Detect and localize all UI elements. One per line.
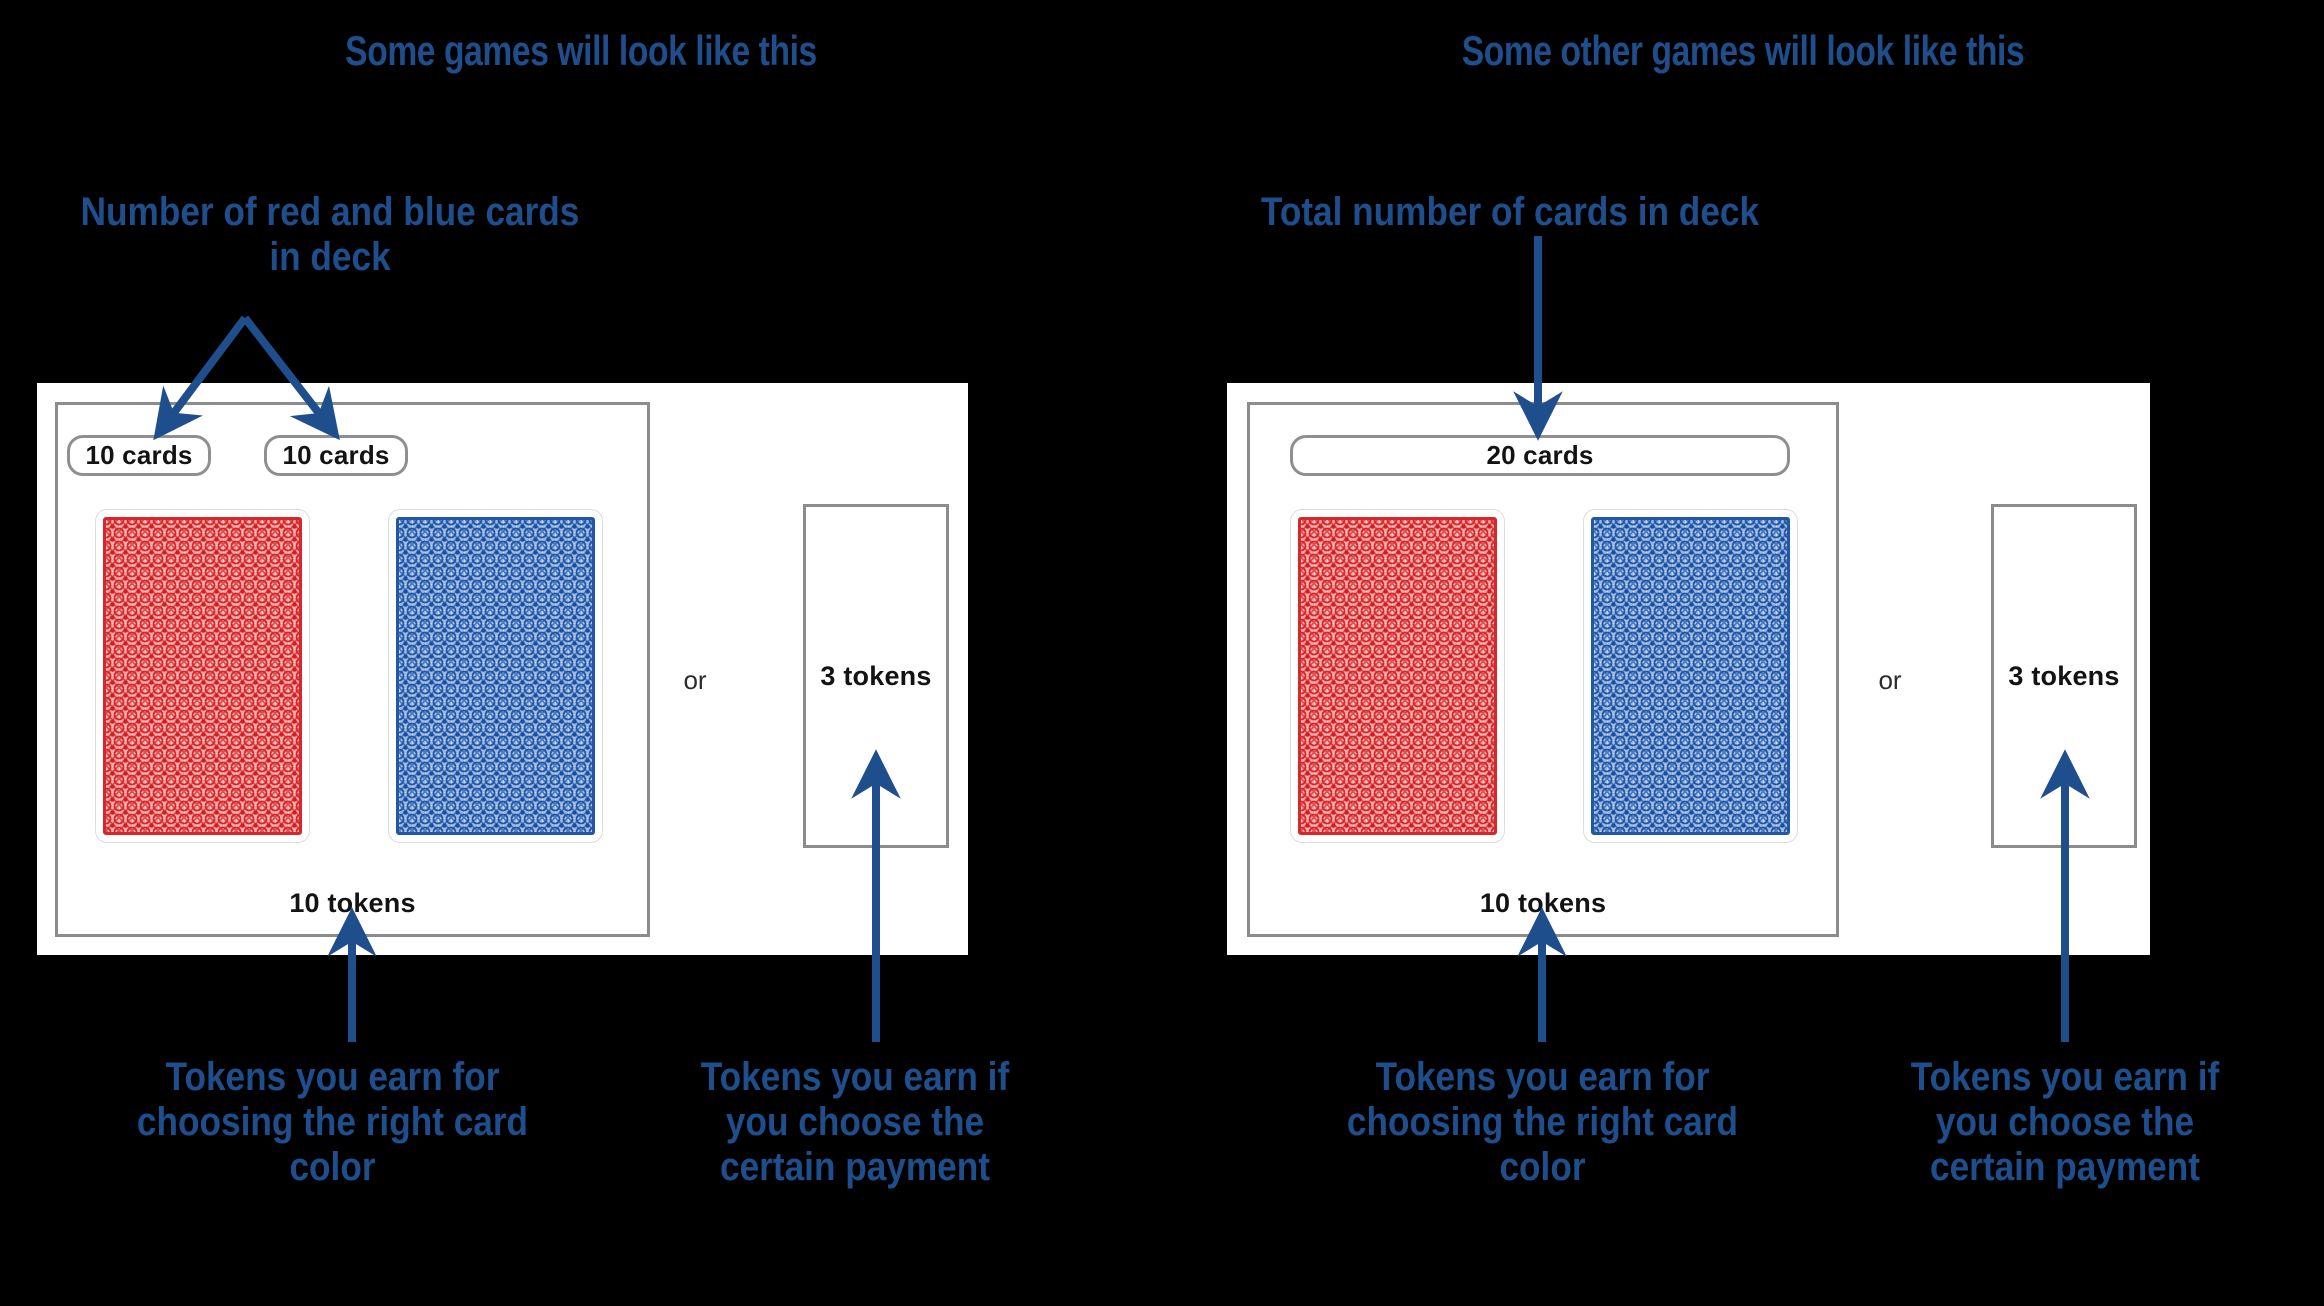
left-gamble-payout-label: 10 tokens — [289, 888, 416, 918]
callout-left-gamble-tokens: Tokens you earn for choosing the right c… — [136, 1055, 529, 1190]
left-red-card-back[interactable] — [95, 509, 310, 843]
right-certain-payout-label: 3 tokens — [2008, 660, 2120, 691]
card-pattern — [103, 517, 302, 835]
left-red-deck-count-pill[interactable]: 10 cards — [67, 435, 211, 476]
left-certain-payout-label: 3 tokens — [820, 660, 932, 691]
card-pattern — [1591, 517, 1790, 835]
callout-number-of-red-and-blue-cards: Number of red and blue cards in deck — [80, 190, 580, 280]
right-gamble-payout-label: 10 tokens — [1479, 888, 1607, 918]
right-blue-card-back[interactable] — [1583, 509, 1798, 843]
right-total-deck-count-pill[interactable]: 20 cards — [1290, 435, 1790, 476]
left-certain-payment-box[interactable]: 3 tokens — [803, 504, 949, 848]
card-pattern — [396, 517, 595, 835]
right-panel-title: Some other games will look like this — [1461, 27, 2025, 74]
left-panel-title: Some games will look like this — [345, 27, 817, 74]
callout-left-certain-tokens: Tokens you earn if you choose the certai… — [700, 1055, 1010, 1190]
left-blue-card-back[interactable] — [388, 509, 603, 843]
card-pattern — [1298, 517, 1497, 835]
left-or-separator: or — [683, 665, 707, 695]
right-certain-payment-box[interactable]: 3 tokens — [1991, 504, 2137, 848]
right-red-card-back[interactable] — [1290, 509, 1505, 843]
callout-right-certain-tokens: Tokens you earn if you choose the certai… — [1910, 1055, 2220, 1190]
left-blue-deck-count-pill[interactable]: 10 cards — [264, 435, 408, 476]
right-or-separator: or — [1878, 665, 1902, 695]
callout-right-gamble-tokens: Tokens you earn for choosing the right c… — [1346, 1055, 1739, 1190]
callout-total-number-of-cards: Total number of cards in deck — [1260, 190, 1760, 234]
